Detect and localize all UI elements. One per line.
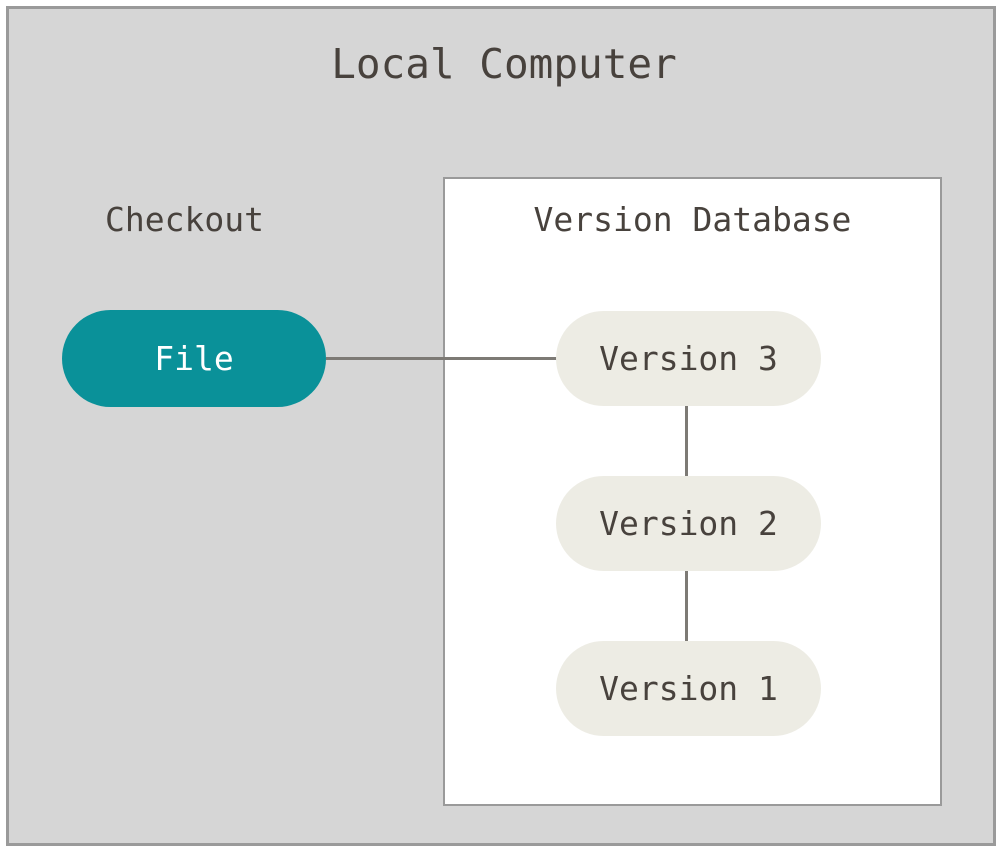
edge-version3-to-version2 xyxy=(685,406,688,476)
node-version-3[interactable]: Version 3 xyxy=(556,311,821,406)
node-version-2[interactable]: Version 2 xyxy=(556,476,821,571)
edge-file-to-version3 xyxy=(326,357,558,360)
local-computer-title: Local Computer xyxy=(331,40,677,88)
version-database-title: Version Database xyxy=(533,200,852,239)
node-version-1[interactable]: Version 1 xyxy=(556,641,821,736)
checkout-label: Checkout xyxy=(105,200,264,239)
edge-version2-to-version1 xyxy=(685,571,688,641)
node-file[interactable]: File xyxy=(62,310,326,407)
